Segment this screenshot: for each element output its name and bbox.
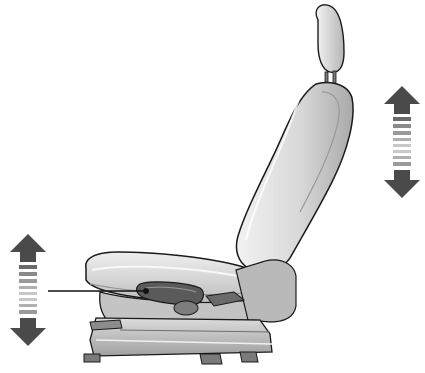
leader-dot bbox=[143, 288, 149, 294]
headrest bbox=[316, 5, 344, 84]
seat-base bbox=[84, 318, 272, 364]
up-down-double-arrow-icon bbox=[384, 86, 420, 198]
seat-back bbox=[236, 83, 353, 271]
up-down-double-arrow-icon bbox=[10, 234, 46, 346]
